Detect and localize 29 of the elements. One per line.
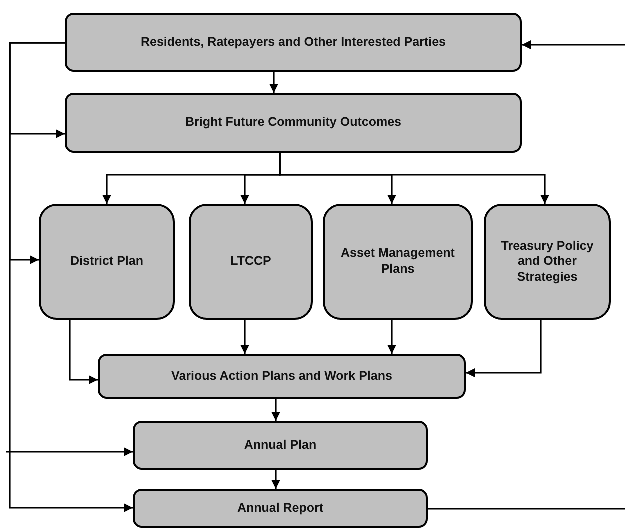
box-label: Treasury Policy and Other Strategies — [500, 238, 595, 286]
arrow — [279, 153, 550, 204]
box-label: Bright Future Community Outcomes — [186, 115, 402, 131]
box-label: Residents, Ratepayers and Other Interested Parties — [141, 34, 446, 50]
process-box — [133, 421, 428, 470]
arrow — [272, 470, 280, 489]
process-box — [39, 204, 175, 320]
arrow — [6, 448, 133, 456]
arrow — [522, 40, 625, 50]
process-box — [98, 354, 466, 399]
process-box — [189, 204, 313, 320]
arrow — [69, 320, 98, 384]
arrow — [240, 320, 250, 354]
box-label: Asset Management Plans — [340, 246, 456, 278]
process-box — [133, 489, 428, 528]
box-label: LTCCP — [230, 254, 272, 270]
process-box — [484, 204, 611, 320]
arrow — [9, 42, 133, 512]
box-label: Various Action Plans and Work Plans — [172, 368, 392, 384]
process-box — [65, 13, 522, 72]
box-label: District Plan — [70, 254, 144, 270]
arrow — [466, 320, 542, 378]
arrow — [272, 399, 280, 421]
arrow — [388, 320, 396, 354]
process-box — [65, 93, 522, 153]
process-box — [323, 204, 473, 320]
box-label: Annual Plan — [244, 438, 317, 454]
box-label: Annual Report — [237, 500, 324, 516]
arrow — [270, 72, 278, 93]
